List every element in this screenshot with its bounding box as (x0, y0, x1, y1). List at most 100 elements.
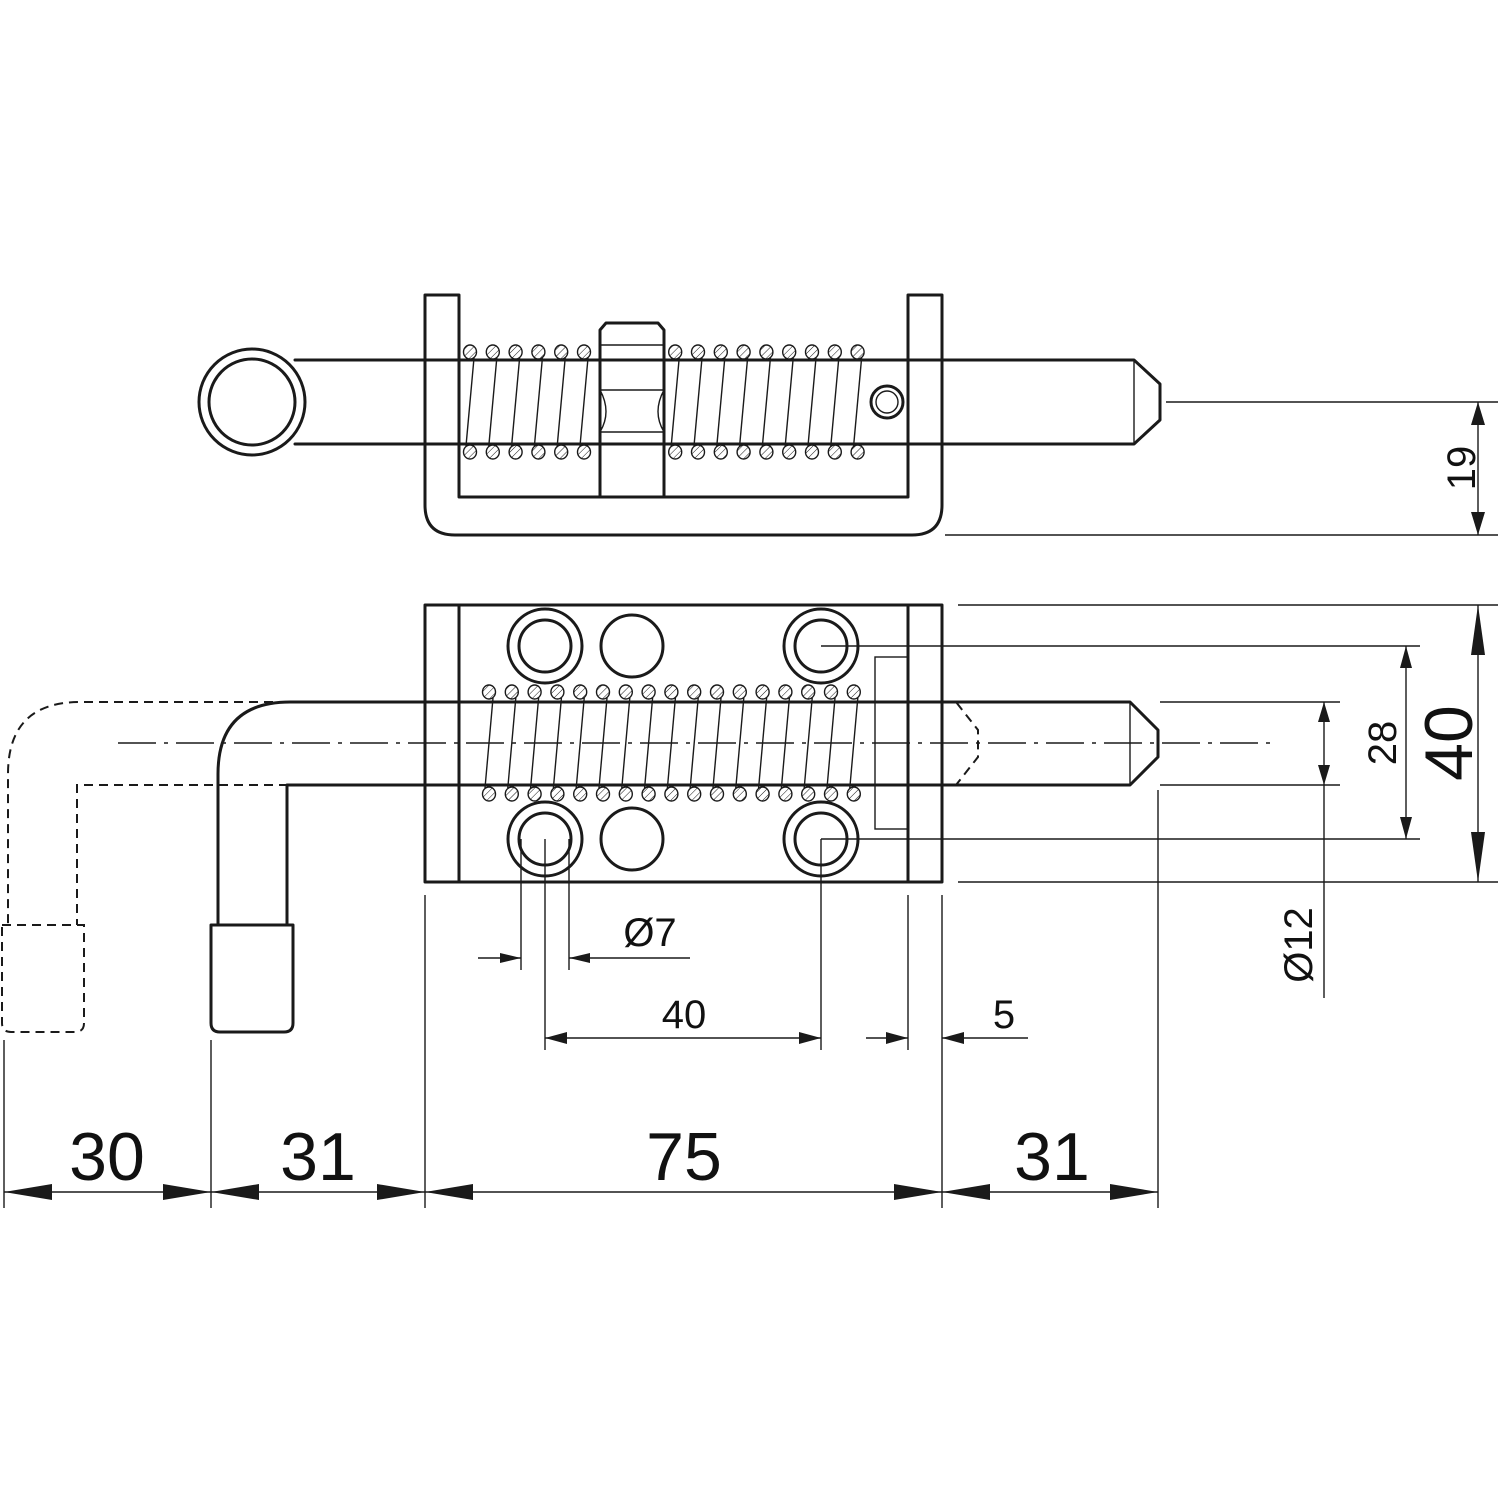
spring-coil-wire (761, 357, 772, 447)
dim-pin-diameter: Ø12 (1277, 907, 1321, 983)
spring-coil-section (759, 444, 774, 460)
spring-coil-section (778, 786, 793, 802)
spring-coil-section (713, 344, 728, 360)
top-bracket-outline (423, 293, 944, 537)
spring-coil-section (527, 786, 542, 802)
spring-coil-section (687, 684, 702, 700)
spring-coil-section (527, 684, 542, 700)
spring-coil-section (709, 684, 725, 700)
spring-coil-section (481, 684, 497, 700)
spring-coil-section (846, 684, 861, 700)
top-ring-handle (197, 347, 307, 457)
spring-coil-section (850, 344, 865, 360)
top-handle-knob (598, 321, 666, 499)
spring-coil-section (804, 344, 820, 360)
spring-coil-section (736, 444, 751, 460)
spring-coil-section (462, 444, 478, 460)
spring-coil-wire (784, 357, 794, 447)
spring-coil-section (804, 444, 820, 460)
ghost-handle (1, 701, 288, 1033)
spring-coil-section (550, 684, 565, 700)
spring-coil-section (755, 684, 770, 700)
spring-coil-section (576, 444, 592, 460)
front-view (1, 603, 1270, 1034)
spring-coil-section (690, 344, 706, 360)
spring-coil-wire (735, 697, 745, 789)
spring-coil-wire (579, 357, 589, 447)
spring-coil-section (618, 786, 633, 802)
spring-coil-wire (738, 357, 749, 447)
spring-coil-section (732, 786, 747, 802)
dim-top-height: 19 (1440, 446, 1484, 491)
spring-coil-section (709, 786, 725, 802)
spring-coil-section (573, 786, 588, 802)
dim-hole-diameter: Ø7 (623, 911, 676, 955)
spring-coil-section (823, 684, 839, 700)
spring-coil-section (713, 444, 728, 460)
dim-plate-thickness: 5 (993, 993, 1015, 1037)
spring-coil-section (618, 684, 633, 700)
spring-coil-section (504, 786, 519, 802)
spring-coil-section (641, 786, 656, 802)
spring-coil-section (595, 786, 611, 802)
top-view: 19 (197, 293, 1498, 537)
spring-coil-wire (575, 697, 585, 789)
dim-handle-swing: 30 (69, 1119, 145, 1195)
spring-coil-wire (849, 697, 859, 789)
dim-bracket-length: 75 (646, 1119, 722, 1195)
spring-coil-section (576, 344, 592, 360)
spring-coil-section (782, 444, 797, 460)
spring-coil-section (736, 344, 751, 360)
spring-coil-section (827, 344, 842, 360)
spring-coil-wire (556, 357, 566, 447)
spring-coil-wire (716, 357, 726, 447)
spring-coil-section (668, 344, 683, 360)
spring-coil-section (690, 444, 706, 460)
spring-coil-section (508, 344, 523, 360)
spring-coil-section (846, 786, 861, 802)
spring-coil-wire (852, 357, 863, 447)
front-handle-grip (209, 923, 295, 1034)
spring-coil-section (485, 444, 500, 460)
spring-coil-section (531, 344, 546, 360)
spring-coil-section (462, 344, 478, 360)
spring-coil-section (801, 684, 816, 700)
spring-coil-section (481, 786, 497, 802)
spring-coil-section (664, 786, 679, 802)
spring-coil-wire (510, 357, 521, 447)
spring-coil-section (823, 786, 839, 802)
spring-coil-section (554, 444, 569, 460)
spring-coil-wire (533, 357, 544, 447)
spring-coil-section (755, 786, 770, 802)
spring-coil-section (850, 444, 865, 460)
spring-coil-section (531, 444, 546, 460)
spring-coil-wire (465, 357, 475, 447)
spring-coil-section (508, 444, 523, 460)
spring-coil-section (801, 786, 816, 802)
spring-coil-section (827, 444, 842, 460)
spring-coil-section (664, 684, 679, 700)
top-spring (462, 344, 865, 460)
spring-coil-section (759, 344, 774, 360)
spring-coil-section (573, 684, 588, 700)
spring-coil-section (778, 684, 793, 700)
spring-coil-wire (670, 357, 680, 447)
spring-coil-section (504, 684, 519, 700)
spring-coil-section (554, 344, 569, 360)
dim-hole-spacing-horizontal: 40 (662, 993, 707, 1037)
front-l-handle (216, 700, 427, 927)
spring-coil-section (732, 684, 747, 700)
spring-coil-wire (488, 357, 498, 447)
spring-coil-section (641, 684, 656, 700)
top-pin (293, 358, 1162, 446)
dim-bracket-height: 40 (1411, 705, 1487, 781)
spring-coil-section (550, 786, 565, 802)
front-pin (423, 700, 1160, 787)
spring-coil-section (782, 344, 797, 360)
dimension-lines: 40 28 Ø12 Ø7 40 5 (3, 604, 1498, 1208)
spring-coil-wire (830, 357, 840, 447)
top-cross-pin (869, 384, 905, 420)
spring-coil-section (485, 344, 500, 360)
spring-coil-wire (689, 697, 699, 789)
